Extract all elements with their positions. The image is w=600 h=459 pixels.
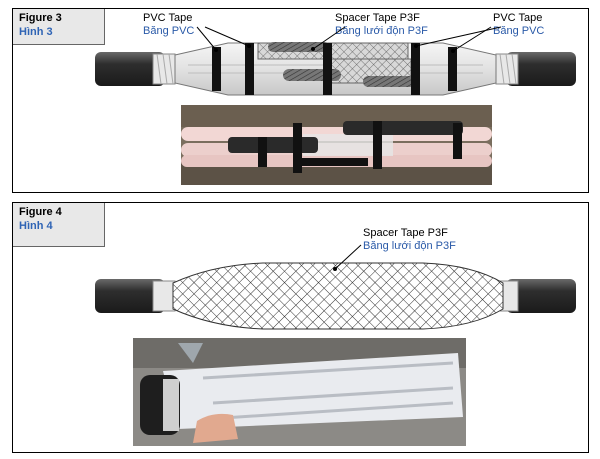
pvc-band-4 bbox=[411, 43, 420, 95]
pvc-band-5 bbox=[448, 47, 457, 91]
pvc-tape-label-left: PVC Tape Băng PVC bbox=[143, 12, 195, 37]
figure-3-title-vi: Hình 3 bbox=[19, 26, 53, 38]
figure-4-title: Figure 4 bbox=[19, 206, 62, 218]
dark-core-lower bbox=[283, 69, 341, 81]
pvc-band-3 bbox=[323, 43, 332, 95]
figure-4-tag: Figure 4 Hình 4 bbox=[13, 203, 105, 247]
spacer-tape-label: Spacer Tape P3F Băng lưới độn P3F bbox=[335, 12, 428, 37]
figure-4-drawing bbox=[95, 244, 576, 446]
pvc-tape-label-right: PVC Tape Băng PVC bbox=[493, 12, 545, 37]
figure-3-panel: Figure 3 Hình 3 PVC Tape Băng PVC Spacer… bbox=[12, 8, 589, 193]
figure-4-panel: Figure 4 Hình 4 Spacer Tape P3F Băng lướ… bbox=[12, 202, 589, 453]
figure-4-title-vi: Hình 4 bbox=[19, 220, 53, 232]
figure-3-drawing bbox=[95, 26, 576, 185]
figure-3-photo bbox=[181, 105, 492, 185]
dark-core-right bbox=[363, 76, 415, 87]
spacer-mesh-wrap bbox=[172, 262, 504, 330]
pvc-band-2 bbox=[245, 43, 254, 95]
left-cable-end-fig4 bbox=[95, 279, 176, 313]
figure-3-tag: Figure 3 Hình 3 bbox=[13, 9, 105, 45]
pvc-band-1 bbox=[212, 47, 221, 91]
spacer-tape-label-fig4: Spacer Tape P3F Băng lưới độn P3F bbox=[363, 227, 456, 252]
right-cable-end-fig4 bbox=[495, 279, 576, 313]
figure-4-photo bbox=[133, 338, 466, 446]
left-cable-end bbox=[95, 52, 176, 86]
right-cable-end bbox=[495, 52, 576, 86]
figure-3-title: Figure 3 bbox=[19, 12, 62, 24]
leader-lines-fig3 bbox=[196, 26, 502, 52]
